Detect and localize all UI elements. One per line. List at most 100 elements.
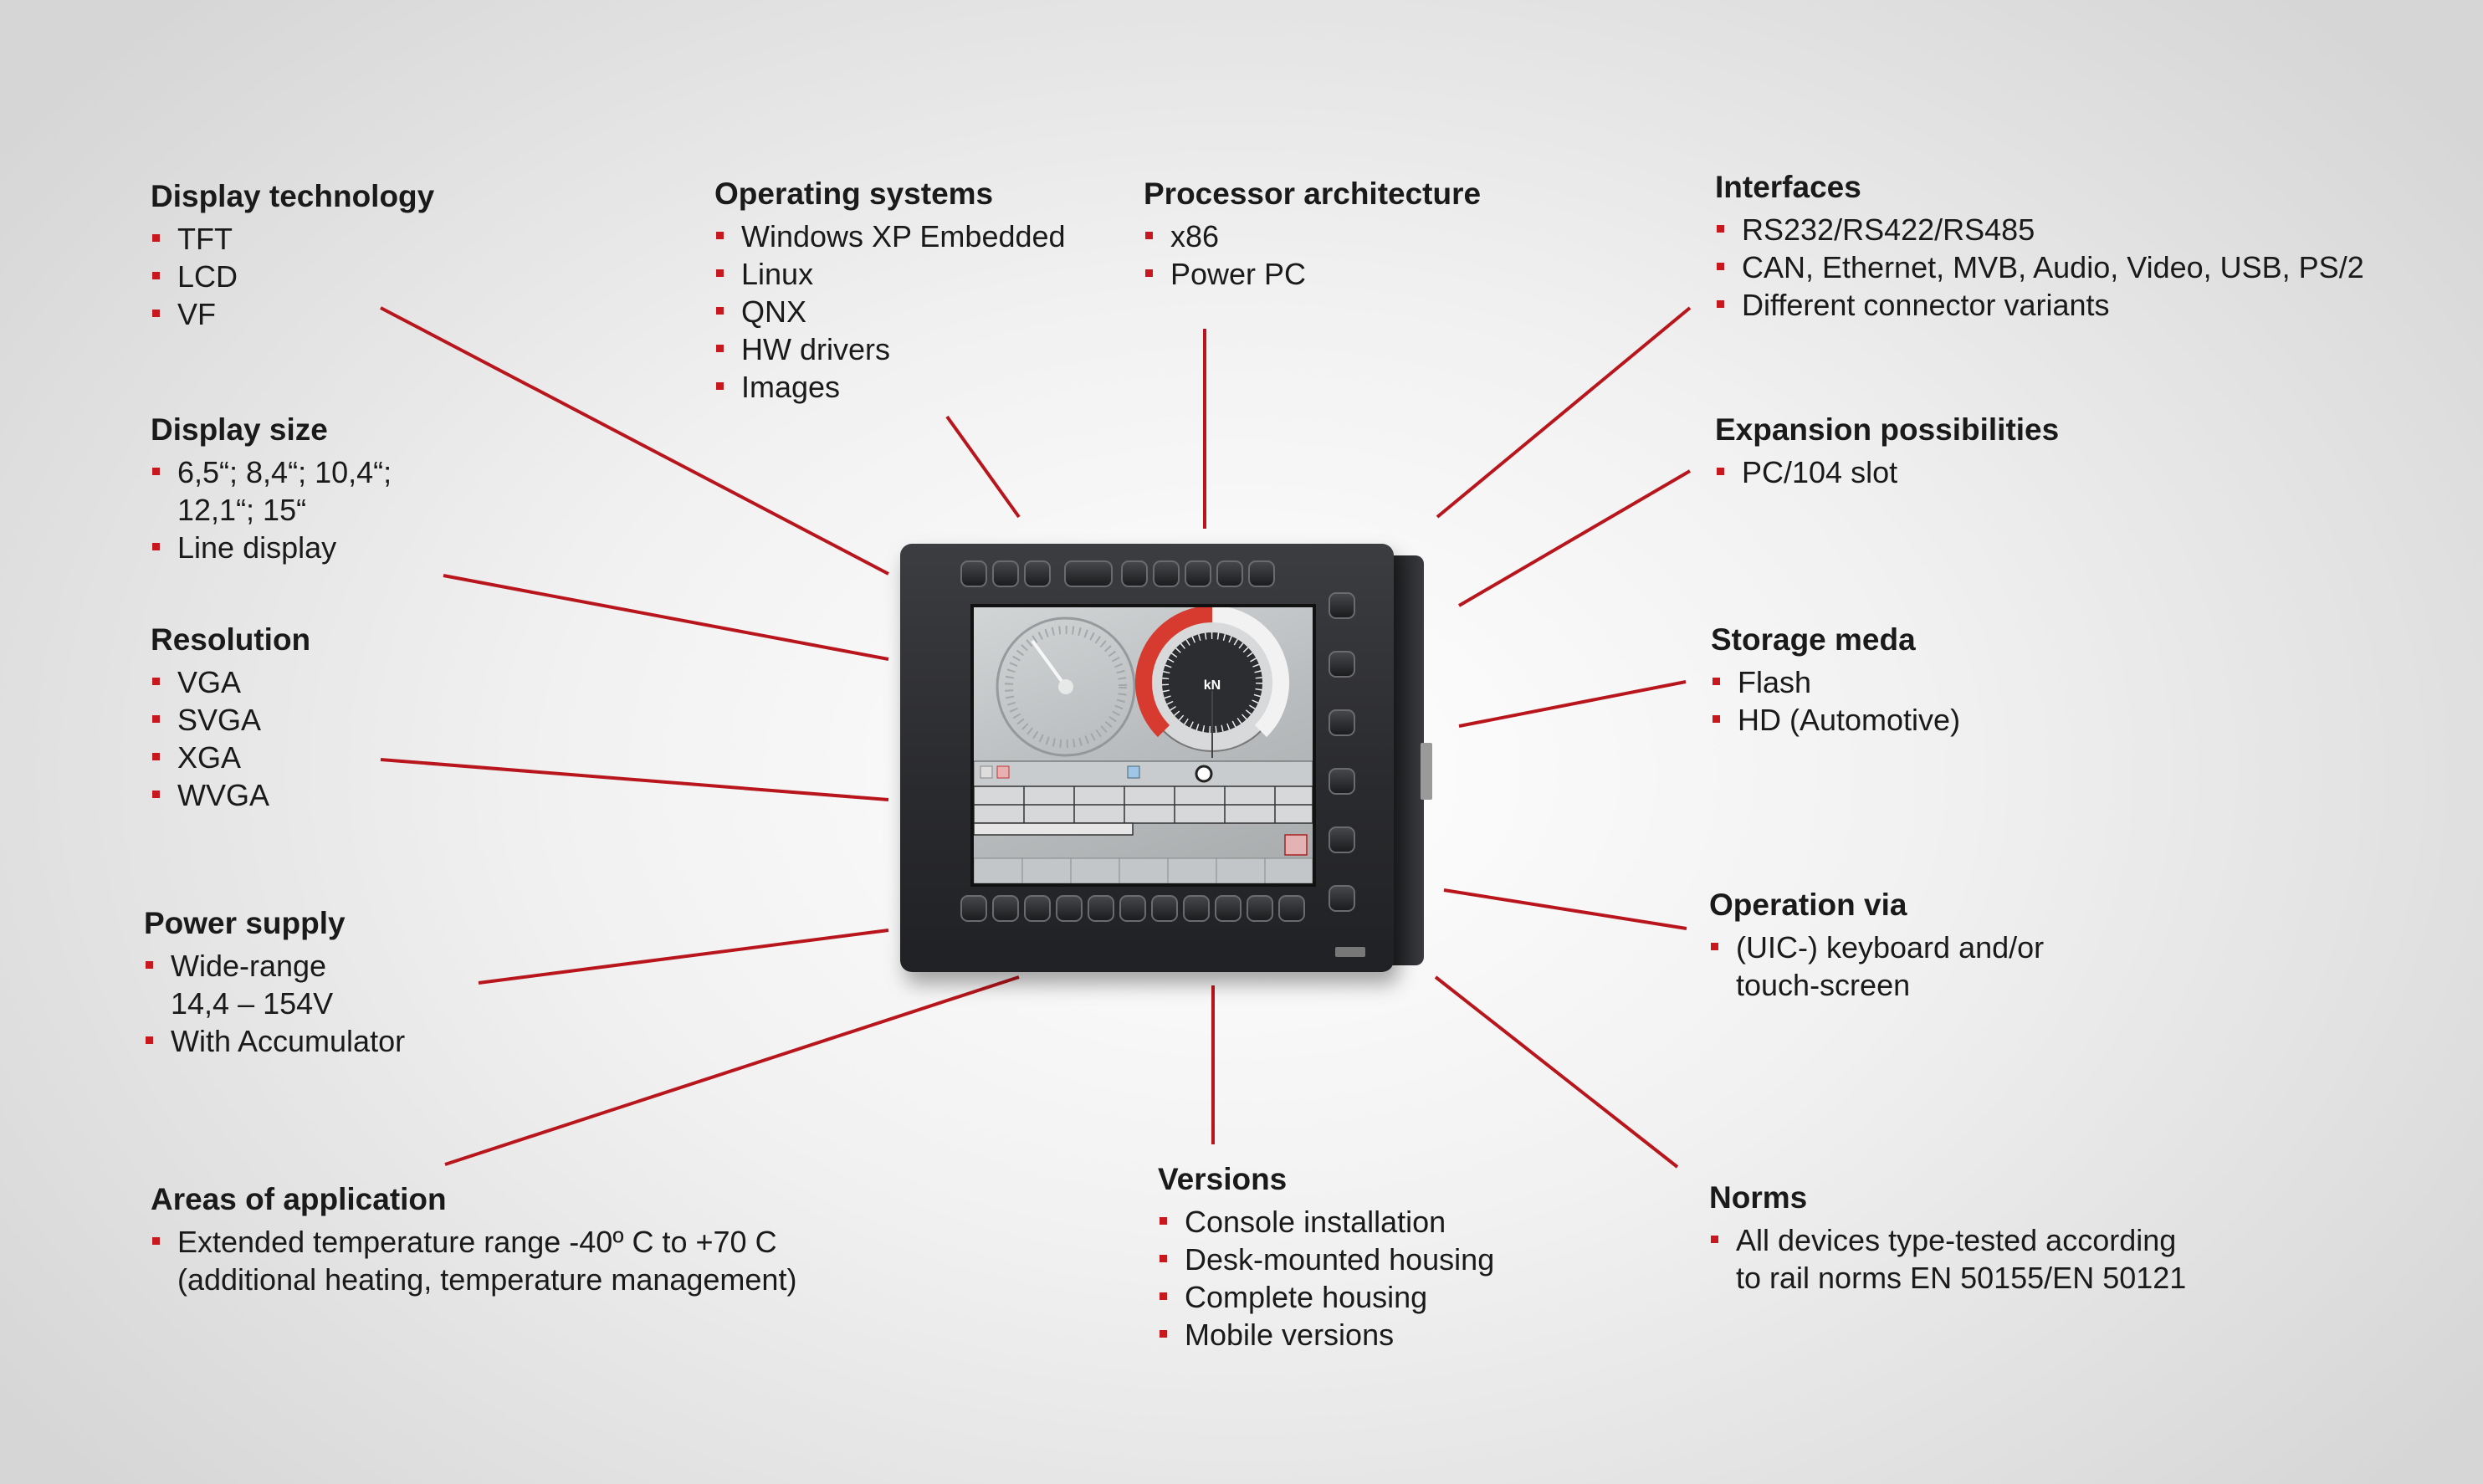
group-title: Versions	[1158, 1162, 1288, 1196]
group-storage-meda: Storage meda Flash HD (Automotive)	[1711, 622, 1960, 739]
list-item: Mobile versions	[1158, 1316, 1494, 1354]
softkey	[1024, 895, 1051, 922]
softkey	[960, 560, 987, 587]
list-item: Windows XP Embedded	[714, 217, 1066, 255]
group-title: Resolution	[151, 622, 311, 657]
list-item: VF	[151, 295, 434, 333]
list-item: Line display	[151, 529, 392, 566]
softkey	[1329, 768, 1355, 795]
list-item: Wide-range	[144, 947, 405, 985]
softkey	[1215, 895, 1242, 922]
softkey	[1278, 895, 1305, 922]
softkey	[1329, 885, 1355, 912]
line-display-size	[443, 574, 889, 661]
list-item: Desk-mounted housing	[1158, 1241, 1494, 1278]
softkey-label-row	[974, 857, 1313, 883]
group-title: Display size	[151, 412, 328, 447]
softkey	[1247, 895, 1273, 922]
group-display-technology: Display technology TFT LCD VF	[151, 178, 434, 333]
list-item: (additional heating, temperature managem…	[177, 1262, 797, 1297]
softkey	[1329, 709, 1355, 736]
group-operating-systems: Operating systems Windows XP Embedded Li…	[714, 176, 1066, 406]
group-title: Areas of application	[151, 1182, 447, 1216]
list-item: PC/104 slot	[1715, 453, 2059, 491]
list-item: VGA	[151, 663, 310, 701]
group-power-supply: Power supply Wide-range 14,4 – 154V With…	[144, 905, 405, 1060]
list-item: Different connector variants	[1715, 286, 2364, 324]
device-side-housing	[1389, 555, 1424, 965]
list-item: CAN, Ethernet, MVB, Audio, Video, USB, P…	[1715, 248, 2364, 286]
list-item: (UIC-) keyboard and/or	[1709, 929, 2044, 966]
group-norms: Norms All devices type-tested according …	[1709, 1180, 2186, 1297]
speed-gauge	[996, 617, 1136, 757]
list-item: All devices type-tested according	[1709, 1221, 2186, 1259]
line-areas-of-application	[444, 975, 1020, 1166]
softkey	[1185, 560, 1211, 587]
status-strip	[974, 760, 1313, 787]
list-item: x86	[1144, 217, 1481, 255]
softkey	[1329, 826, 1355, 853]
gauge-unit-label: kN	[1204, 678, 1221, 693]
group-areas-of-application: Areas of application Extended temperatur…	[151, 1181, 796, 1298]
group-title: Power supply	[144, 906, 346, 940]
list-item: SVGA	[151, 701, 310, 739]
line-resolution	[380, 758, 889, 801]
line-power-supply	[478, 929, 889, 985]
list-item: QNX	[714, 293, 1066, 330]
list-item: Extended temperature range -40º C to +70…	[151, 1223, 796, 1261]
line-norms	[1434, 975, 1679, 1169]
softkey	[1216, 560, 1243, 587]
softkey	[1119, 895, 1146, 922]
list-item: 12,1“; 15“	[177, 493, 307, 527]
softkey	[1329, 592, 1355, 619]
device-screen: kN	[970, 604, 1316, 887]
list-item: Complete housing	[1158, 1278, 1494, 1316]
softkey	[1329, 651, 1355, 678]
softkey	[1056, 895, 1083, 922]
track-diagram	[974, 785, 1313, 856]
list-item: 6,5“; 8,4“; 10,4“;	[151, 453, 392, 491]
list-item: RS232/RS422/RS485	[1715, 211, 2364, 248]
softkey	[1064, 560, 1113, 587]
list-item: LCD	[151, 258, 434, 295]
group-title: Operation via	[1709, 888, 1907, 922]
softkey	[1024, 560, 1051, 587]
screen-graphics: kN	[974, 607, 1313, 883]
softkey	[1248, 560, 1275, 587]
softkey	[960, 895, 987, 922]
group-title: Operating systems	[714, 177, 994, 211]
list-item: Images	[714, 368, 1066, 406]
group-display-size: Display size 6,5“; 8,4“; 10,4“; 12,1“; 1…	[151, 412, 392, 566]
list-item: Power PC	[1144, 255, 1481, 293]
list-item: WVGA	[151, 776, 310, 814]
list-item: HW drivers	[714, 330, 1066, 368]
device-side-connector	[1421, 743, 1432, 800]
list-item: Console installation	[1158, 1203, 1494, 1241]
force-gauge: kN	[1135, 607, 1289, 758]
group-interfaces: Interfaces RS232/RS422/RS485 CAN, Ethern…	[1715, 169, 2364, 324]
softkey	[1153, 560, 1180, 587]
group-operation-via: Operation via (UIC-) keyboard and/or tou…	[1709, 887, 2044, 1004]
group-title: Norms	[1709, 1180, 1808, 1215]
group-title: Expansion possibilities	[1715, 412, 2060, 447]
softkey	[1088, 895, 1114, 922]
group-resolution: Resolution VGA SVGA XGA WVGA	[151, 622, 310, 814]
list-item: HD (Automotive)	[1711, 701, 1960, 739]
list-item: Linux	[714, 255, 1066, 293]
list-item: to rail norms EN 50155/EN 50121	[1736, 1261, 2187, 1295]
line-interfaces	[1436, 306, 1692, 519]
softkey	[992, 895, 1019, 922]
group-title: Storage meda	[1711, 622, 1916, 657]
group-title: Interfaces	[1715, 170, 1861, 204]
softkey	[1151, 895, 1178, 922]
line-operating-systems	[945, 415, 1021, 519]
line-operation	[1443, 888, 1687, 930]
list-item: TFT	[151, 220, 434, 258]
group-title: Display technology	[151, 179, 435, 213]
display-device: kN	[900, 544, 1394, 972]
device-label-badge	[1335, 947, 1365, 957]
list-item: touch-screen	[1736, 968, 1911, 1002]
group-expansion-possibilities: Expansion possibilities PC/104 slot	[1715, 412, 2059, 491]
list-item: XGA	[151, 739, 310, 776]
